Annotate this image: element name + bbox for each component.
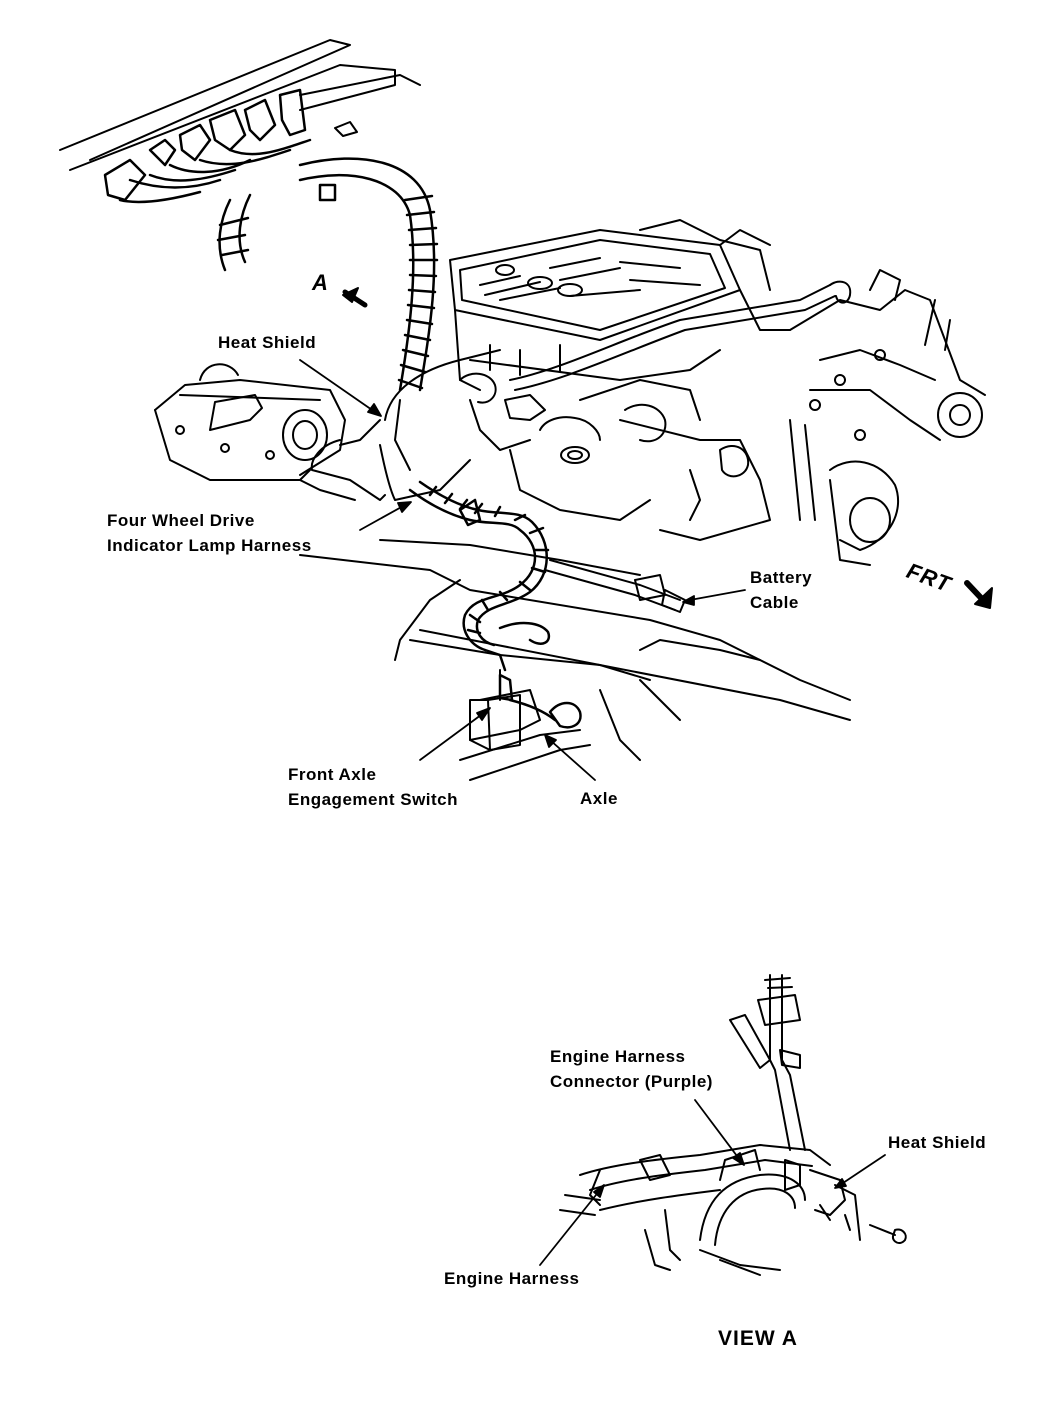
engine-connector-label-line2: Connector (Purple) <box>550 1072 713 1091</box>
engine-harness-label: Engine Harness <box>444 1269 580 1288</box>
view-heat-shield-label: Heat Shield <box>888 1133 987 1152</box>
axle-label: Axle <box>580 789 618 808</box>
battery-cable-label-line1: Battery <box>750 568 813 587</box>
main-harness <box>216 157 439 392</box>
indicator-harness-label-line1: Four Wheel Drive <box>107 511 255 530</box>
axle-switch <box>469 669 521 751</box>
front-direction-arrow <box>964 580 993 609</box>
engine-block <box>449 219 816 541</box>
front-axle-switch-label-line2: Engagement Switch <box>288 790 459 809</box>
frame-rails <box>299 539 851 781</box>
bulkhead-connectors <box>103 88 312 204</box>
exhaust-manifold <box>299 349 531 501</box>
leader-lines <box>299 359 746 781</box>
view-a-leaders <box>539 1099 886 1266</box>
dipstick-tube <box>509 280 852 391</box>
engine-connector-label-line1: Engine Harness <box>550 1047 686 1066</box>
battery-cable <box>544 559 686 613</box>
firewall-bulkhead <box>59 39 421 171</box>
heat-shield-label: Heat Shield <box>218 333 317 352</box>
front-axle-switch-label-line1: Front Axle <box>288 765 377 784</box>
battery-cable-label-line2: Cable <box>750 593 799 612</box>
view-title: VIEW A <box>718 1327 798 1350</box>
view-a-detail <box>559 974 907 1276</box>
view-marker-label: A <box>312 270 329 295</box>
indicator-lamp-harness <box>408 480 582 729</box>
indicator-harness-label-line2: Indicator Lamp Harness <box>107 536 312 555</box>
view-a-arrow <box>342 287 368 308</box>
oil-pan <box>154 363 346 481</box>
water-pump <box>789 269 986 566</box>
